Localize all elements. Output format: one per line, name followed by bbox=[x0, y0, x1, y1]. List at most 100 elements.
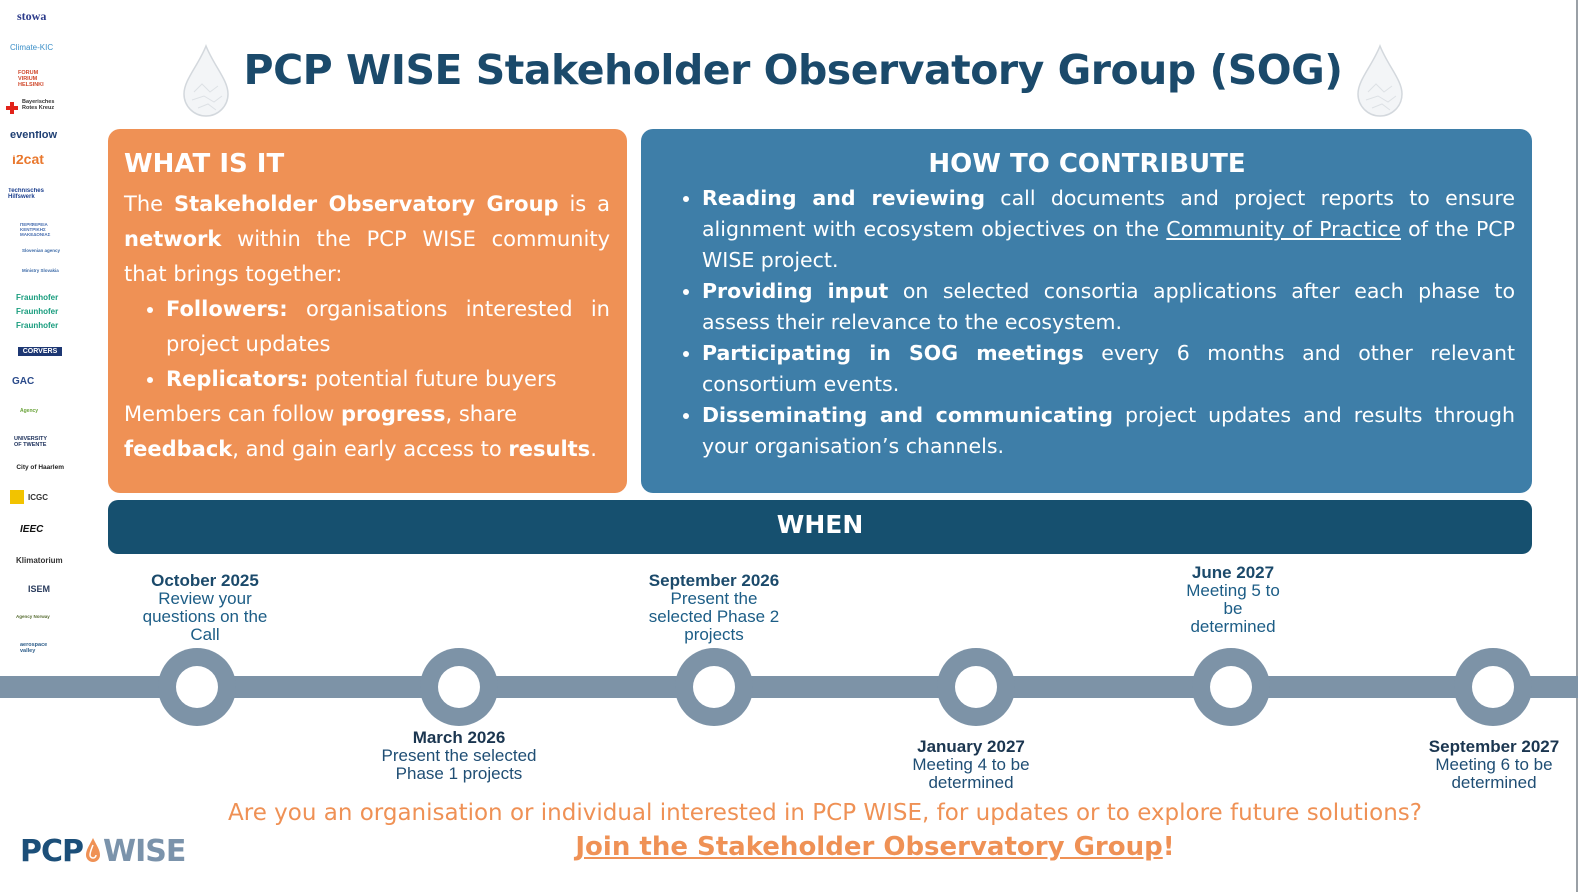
page-title: PCP WISE Stakeholder Observatory Group (… bbox=[243, 46, 1343, 94]
logo-ieec: IEEC bbox=[20, 525, 44, 534]
logo-fraunhofer-1: Fraunhofer bbox=[16, 293, 59, 302]
timeline-node-2 bbox=[420, 648, 498, 726]
logo-slovenian-agency: Slovenian agency bbox=[22, 248, 61, 253]
reading-text: call documents and project reports to en… bbox=[702, 186, 1515, 241]
when-heading: WHEN bbox=[108, 500, 1532, 554]
disseminating-text: project updates and results through your… bbox=[702, 403, 1516, 458]
reading-bold: Reading and reviewing bbox=[702, 186, 985, 210]
event-date: September 2026 bbox=[648, 571, 780, 590]
logo-rcm: ΠΕΡΙΦΕΡΕΙΑ ΚΕΝΤΡΙΚΗΣ ΜΑΚΕΔΟΝΙΑΣ bbox=[20, 222, 51, 237]
members-text-3: , and gain early access to bbox=[232, 437, 509, 461]
followers-label: Followers: bbox=[166, 297, 288, 321]
list-item-replicators: Replicators: potential future buyers bbox=[166, 362, 610, 397]
list-item-disseminating: Disseminating and communicating project … bbox=[702, 400, 1515, 462]
cta-exclaim: ! bbox=[1162, 832, 1175, 862]
event-date: June 2027 bbox=[1191, 563, 1275, 582]
cta-join: Join the Stakeholder Observatory Group! bbox=[160, 832, 1586, 862]
logo-icgc: ICGC bbox=[28, 493, 48, 502]
event-text: Meeting 6 to be determined bbox=[1435, 755, 1553, 792]
members-text-2: , share bbox=[445, 402, 518, 426]
intro-text-2: is a bbox=[558, 192, 610, 216]
logo-agency-norway: Agency Norway bbox=[16, 614, 50, 619]
logo-thw: Technisches Hilfswerk bbox=[8, 188, 44, 200]
event-date: October 2025 bbox=[151, 571, 259, 590]
event-june-2027: June 2027 Meeting 5 to be determined bbox=[1179, 564, 1287, 636]
event-date: January 2027 bbox=[917, 737, 1025, 756]
water-drop-icon-right bbox=[1357, 44, 1403, 117]
intro-text-1: The bbox=[124, 192, 174, 216]
timeline-node-3 bbox=[675, 648, 753, 726]
logo-gac: GAC bbox=[12, 377, 35, 386]
logo-isem: ISEM bbox=[28, 585, 51, 594]
event-march-2026: March 2026 Present the selected Phase 1 … bbox=[369, 729, 549, 783]
timeline-node-1 bbox=[158, 648, 236, 726]
logo-klimatorium: Klimatorium bbox=[16, 556, 63, 565]
meetings-text: every 6 months and other relevant consor… bbox=[702, 341, 1515, 396]
members-bold-feedback: feedback bbox=[124, 437, 233, 461]
event-text: Present the selected Phase 1 projects bbox=[381, 746, 537, 783]
logo-evenflow: evenflow bbox=[10, 131, 58, 140]
logo-fraunhofer-3: Fraunhofer bbox=[16, 321, 59, 330]
event-date: September 2027 bbox=[1428, 737, 1560, 756]
timeline-node-4 bbox=[937, 648, 1015, 726]
contribute-list: Reading and reviewing call documents and… bbox=[659, 183, 1515, 462]
cta-question: Are you an organisation or individual in… bbox=[228, 800, 1422, 826]
brand-pcp: PCP bbox=[20, 834, 84, 869]
input-bold: Providing input bbox=[702, 279, 889, 303]
join-sog-link[interactable]: Join the Stakeholder Observatory Group bbox=[575, 832, 1163, 862]
input-text: on selected consortia applications after… bbox=[702, 279, 1516, 334]
what-heading: WHAT IS IT bbox=[124, 149, 285, 179]
replicators-label: Replicators: bbox=[166, 367, 309, 391]
logo-fraunhofer-2: Fraunhofer bbox=[16, 307, 59, 316]
event-text: Meeting 5 to be determined bbox=[1186, 581, 1280, 636]
how-to-contribute-panel: HOW TO CONTRIBUTE Reading and reviewing … bbox=[641, 129, 1532, 493]
water-drop-icon-left bbox=[183, 44, 229, 117]
member-types-list: Followers: organisations interested in p… bbox=[124, 292, 610, 397]
intro-bold-network: network bbox=[124, 227, 222, 251]
list-item-followers: Followers: organisations interested in p… bbox=[166, 292, 610, 362]
list-item-reading: Reading and reviewing call documents and… bbox=[702, 183, 1515, 276]
logo-climate-kic: Climate-KIC bbox=[10, 43, 54, 52]
members-text-1: Members can follow bbox=[124, 402, 342, 426]
intro-text-3: within the PCP WISE community that bring… bbox=[124, 227, 610, 286]
timeline-node-6 bbox=[1454, 648, 1532, 726]
list-item-input: Providing input on selected consortia ap… bbox=[702, 276, 1515, 338]
reading-end: of the PCP WISE project. bbox=[702, 217, 1515, 272]
list-item-meetings: Participating in SOG meetings every 6 mo… bbox=[702, 338, 1515, 400]
logo-city-haarlem: City of Haarlem bbox=[16, 464, 64, 471]
members-text-4: . bbox=[590, 437, 597, 461]
disseminating-bold: Disseminating and communicating bbox=[702, 403, 1113, 427]
members-bold-results: results bbox=[508, 437, 591, 461]
timeline-node-5 bbox=[1192, 648, 1270, 726]
pcp-wise-logo: PCP WISE bbox=[20, 834, 186, 869]
event-text: Meeting 4 to be determined bbox=[912, 755, 1030, 792]
how-heading: HOW TO CONTRIBUTE bbox=[928, 149, 1246, 179]
what-members: Members can follow progress, share feedb… bbox=[124, 397, 610, 467]
icgc-logo-icon bbox=[10, 490, 24, 504]
timeline-line bbox=[0, 676, 1578, 698]
flame-drop-icon bbox=[86, 838, 100, 862]
logo-stowa: stowa bbox=[17, 12, 47, 21]
logo-corvers: CORVERS bbox=[18, 347, 62, 356]
replicators-text: potential future buyers bbox=[308, 367, 557, 391]
logo-ministry-slovakia: Ministry Slovakia bbox=[22, 268, 59, 273]
meetings-bold: Participating in SOG meetings bbox=[702, 341, 1084, 365]
logo-i2cat: i2cat bbox=[12, 155, 44, 164]
followers-text: organisations interested in project upda… bbox=[166, 297, 610, 356]
event-january-2027: January 2027 Meeting 4 to be determined bbox=[894, 738, 1048, 792]
members-bold-progress: progress bbox=[341, 402, 446, 426]
logo-agency-green: Agency bbox=[20, 408, 39, 414]
event-september-2027: September 2027 Meeting 6 to be determine… bbox=[1424, 738, 1564, 792]
red-cross-icon bbox=[6, 102, 18, 114]
what-intro: The Stakeholder Observatory Group is a n… bbox=[124, 187, 610, 292]
event-date: March 2026 bbox=[412, 728, 506, 747]
what-is-it-panel: WHAT IS IT The Stakeholder Observatory G… bbox=[108, 129, 627, 493]
event-text: Review your questions on the Call bbox=[142, 589, 268, 644]
logo-university-twente: UNIVERSITY OF TWENTE bbox=[14, 436, 47, 448]
brand-wise: WISE bbox=[103, 834, 186, 869]
event-september-2026: September 2026 Present the selected Phas… bbox=[638, 572, 790, 644]
community-of-practice-link[interactable]: Community of Practice bbox=[1166, 217, 1401, 241]
logo-forum-virium: FORUM VIRIUM HELSINKI bbox=[18, 70, 44, 88]
event-text: Present the selected Phase 2 projects bbox=[648, 589, 780, 644]
intro-bold-sog: Stakeholder Observatory Group bbox=[173, 192, 559, 216]
